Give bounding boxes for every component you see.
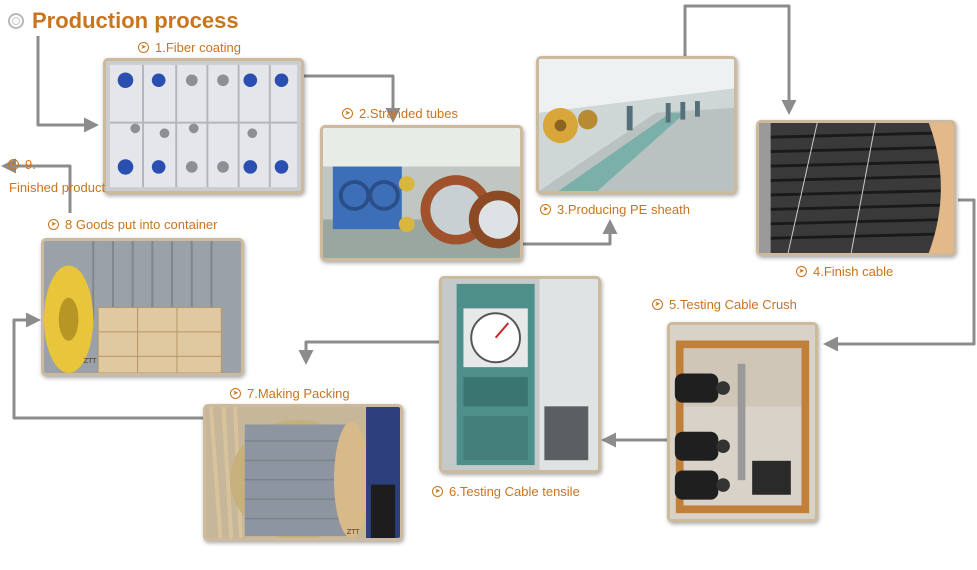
step-4-text: 4.Finish cable	[813, 264, 894, 279]
arrow-3-to-4	[683, 4, 797, 115]
step-3-text: 3.Producing PE sheath	[557, 202, 690, 217]
step-9-text: Finished product	[9, 180, 106, 195]
bullet-arrow-icon: ➤	[8, 159, 19, 170]
arrow-7-to-8	[12, 312, 203, 420]
bullet-arrow-icon: ➤	[342, 108, 353, 119]
bullet-arrow-icon: ➤	[432, 486, 443, 497]
title-text: Production process	[32, 8, 239, 33]
photo-testing-tensile	[439, 276, 601, 473]
title-ring-icon	[8, 13, 24, 29]
arrow-1-to-2	[304, 74, 401, 123]
photo-fiber-coating	[103, 58, 304, 194]
bullet-arrow-icon: ➤	[540, 204, 551, 215]
photo-making-packing: ZTT	[203, 404, 403, 541]
photo-testing-crush	[667, 322, 818, 522]
drum-mark-1: ZTT	[347, 528, 361, 536]
diagram-title: Production process	[8, 8, 239, 34]
step-4-label: ➤ 4.Finish cable	[796, 264, 893, 279]
step-2-label: ➤ 2.Stranded tubes	[342, 106, 458, 121]
step-9-caption: Finished product	[9, 180, 105, 195]
step-7-label: ➤ 7.Making Packing	[230, 386, 350, 401]
step-3-label: ➤ 3.Producing PE sheath	[540, 202, 690, 217]
photo-goods-container: ZTT	[41, 238, 244, 376]
bullet-arrow-icon: ➤	[796, 266, 807, 277]
photo-finish-cable	[756, 120, 956, 256]
drum-mark-2: ZTT	[83, 357, 97, 365]
step-1-text: 1.Fiber coating	[155, 40, 241, 55]
arrow-title-to-1	[36, 36, 99, 133]
bullet-arrow-icon: ➤	[652, 299, 663, 310]
step-1-label: ➤ 1.Fiber coating	[138, 40, 241, 55]
step-2-text: 2.Stranded tubes	[359, 106, 459, 121]
arrow-4-to-5	[823, 198, 976, 352]
step-9-label: ➤ 9.	[8, 157, 36, 172]
arrow-6-to-7	[298, 340, 440, 365]
step-5-text: 5.Testing Cable Crush	[669, 297, 797, 312]
arrow-2-to-3	[523, 219, 618, 246]
arrow-8-to-9	[0, 158, 72, 213]
step-6-label: ➤ 6.Testing Cable tensile	[432, 484, 580, 499]
bullet-arrow-icon: ➤	[230, 388, 241, 399]
step-8-label: ➤ 8 Goods put into container	[48, 217, 218, 232]
photo-pe-sheath	[536, 56, 737, 194]
bullet-arrow-icon: ➤	[48, 219, 59, 230]
photo-stranded-tubes	[320, 125, 523, 261]
step-8-text: 8 Goods put into container	[65, 217, 218, 232]
step-9-number: 9.	[25, 157, 36, 172]
bullet-arrow-icon: ➤	[138, 42, 149, 53]
step-5-label: ➤ 5.Testing Cable Crush	[652, 297, 797, 312]
step-7-text: 7.Making Packing	[247, 386, 350, 401]
step-6-text: 6.Testing Cable tensile	[449, 484, 580, 499]
